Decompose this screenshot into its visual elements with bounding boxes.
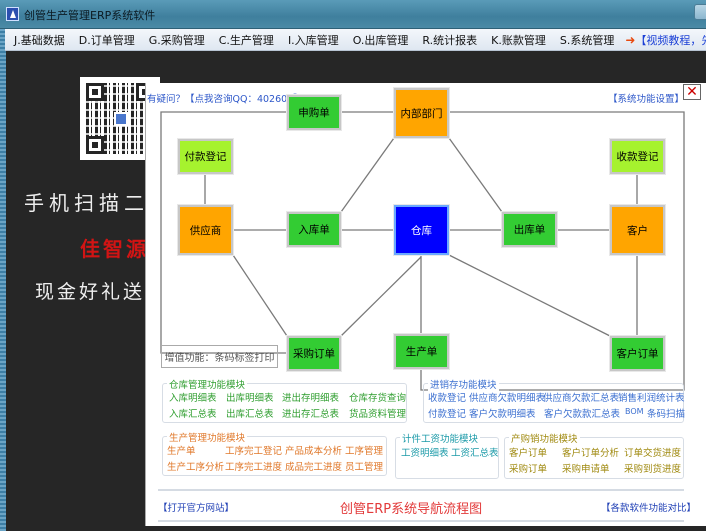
menu-basic-data[interactable]: J.基础数据 (14, 33, 65, 47)
node-purchase-request[interactable]: 申购单 (287, 95, 341, 130)
footer-divider-bottom (158, 520, 684, 522)
stock-flow-detail-link[interactable]: 进出存明细表 (282, 393, 340, 404)
qq-consult-link[interactable]: 有疑问？【点我咨询QQ：402603】 (147, 94, 303, 105)
node-warehouse[interactable]: 仓库 (394, 205, 449, 255)
piece-wage-module-title: 计件工资功能模块 (400, 431, 481, 445)
app-logo-icon (6, 7, 19, 21)
arrow-right-icon: ➜ (625, 32, 636, 47)
customer-debt-detail-link[interactable]: 客户欠款明细表 (469, 409, 536, 420)
menu-production-management[interactable]: C.生产管理 (218, 33, 274, 47)
purchase-order-link[interactable]: 采购订单 (509, 464, 548, 475)
promo-text-gift: 现金好礼送 (35, 281, 145, 303)
software-comparison-link[interactable]: 【各款软件功能对比】 (601, 503, 697, 514)
inbound-summary-link[interactable]: 入库汇总表 (169, 409, 217, 420)
warehouse-module-title: 仓库管理功能模块 (167, 377, 248, 391)
close-button[interactable]: ✕ (683, 84, 701, 100)
production-process-analysis-link[interactable]: 生产工序分析 (167, 462, 225, 473)
footer-divider-top (158, 489, 684, 491)
system-settings-link[interactable]: 【系统功能设置】 (608, 94, 685, 105)
menu-bar: J.基础数据 D.订单管理 G.采购管理 C.生产管理 I.入库管理 O.出库管… (5, 29, 706, 51)
window-titlebar: 创管生产管理ERP系统软件 (0, 0, 706, 29)
close-icon: ✕ (686, 84, 698, 100)
node-outbound-order[interactable]: 出库单 (502, 212, 557, 247)
sales-profit-stats-link[interactable]: 销售利润统计表 (618, 393, 685, 404)
process-management-link[interactable]: 工序管理 (345, 446, 384, 457)
sales-inventory-module-title: 进销存功能模块 (428, 377, 499, 391)
customer-debt-summary-link[interactable]: 客户欠款款汇总表 (544, 409, 621, 420)
finished-product-progress-link[interactable]: 成品完工进度 (285, 462, 343, 473)
node-customer[interactable]: 客户 (610, 205, 665, 255)
payment-registration-link[interactable]: 付款登记 (428, 409, 467, 420)
supplier-debt-detail-link[interactable]: 供应商欠款明细表 (469, 393, 546, 404)
menu-system-management[interactable]: S.系统管理 (559, 33, 615, 47)
node-customer-order[interactable]: 客户订单 (610, 336, 665, 371)
barcode-label-print-button[interactable]: 增值功能：条码标签打印 (161, 345, 278, 368)
menu-order-management[interactable]: D.订单管理 (78, 33, 135, 47)
piece-wage-module-group: 计件工资功能模块 工资明细表 工资汇总表 (395, 431, 499, 479)
menu-inbound-management[interactable]: I.入库管理 (287, 33, 339, 47)
purchase-arrival-progress-link[interactable]: 采购到货进度 (624, 464, 682, 475)
process-completion-reg-link[interactable]: 工序完工登记 (225, 446, 283, 457)
node-purchase-order[interactable]: 采购订单 (287, 336, 341, 371)
process-completion-progress-link[interactable]: 工序完工进度 (225, 462, 283, 473)
goods-data-management-link[interactable]: 货品资料管理 (349, 409, 407, 420)
menu-statistics-reports[interactable]: R.统计报表 (422, 33, 478, 47)
supplier-debt-summary-link[interactable]: 供应商欠款汇总表 (543, 393, 620, 404)
qr-finder-icon (86, 83, 104, 101)
node-production-order[interactable]: 生产单 (394, 334, 449, 369)
receipt-registration-link[interactable]: 收款登记 (428, 393, 467, 404)
official-website-link[interactable]: 【打开官方网站】 (158, 503, 235, 514)
inventory-query-link[interactable]: 仓库存货查询 (349, 393, 407, 404)
qr-finder-icon (86, 136, 104, 154)
video-tutorial-link[interactable]: 【视频教程，先看再用】 (635, 33, 706, 47)
qr-logo-icon (114, 112, 128, 126)
wage-summary-link[interactable]: 工资汇总表 (451, 448, 499, 459)
dialog-corner (145, 77, 158, 84)
sales-inventory-module-group: 进销存功能模块 收款登记 供应商欠款明细表 供应商欠款汇总表 销售利润统计表 付… (423, 377, 686, 423)
wage-detail-link[interactable]: 工资明细表 (401, 448, 449, 459)
window-left-border (0, 29, 6, 531)
node-inbound-order[interactable]: 入库单 (287, 212, 341, 247)
inbound-detail-link[interactable]: 入库明细表 (169, 393, 217, 404)
barcode-scan-link[interactable]: 条码扫描 (647, 409, 686, 420)
promo-text-brand: 佳智源 (80, 237, 145, 261)
menu-purchase-management[interactable]: G.采购管理 (148, 33, 205, 47)
promo-text-scan: 手机扫描二维码 (24, 191, 145, 215)
production-order-link[interactable]: 生产单 (167, 446, 196, 457)
flowchart-title: 创管ERP系统导航流程图 (340, 502, 483, 517)
warehouse-module-group: 仓库管理功能模块 入库明细表 出库明细表 进出存明细表 仓库存货查询 入库汇总表… (162, 377, 407, 423)
customer-order-analysis-link[interactable]: 客户订单分析 (562, 448, 620, 459)
employee-management-link[interactable]: 员工管理 (345, 462, 384, 473)
order-delivery-progress-link[interactable]: 订单交货进度 (624, 448, 682, 459)
stock-flow-summary-link[interactable]: 进出存汇总表 (282, 409, 340, 420)
production-module-group: 生产管理功能模块 生产单 工序完工登记 产品成本分析 工序管理 生产工序分析 工… (162, 430, 387, 476)
customer-order-link[interactable]: 客户订单 (509, 448, 548, 459)
pps-module-title: 产购销功能模块 (509, 431, 580, 445)
outbound-detail-link[interactable]: 出库明细表 (226, 393, 274, 404)
node-receipt-registration[interactable]: 收款登记 (610, 139, 665, 174)
menu-outbound-management[interactable]: O.出库管理 (352, 33, 409, 47)
production-module-title: 生产管理功能模块 (167, 430, 248, 444)
purchase-request-link[interactable]: 采购申请单 (562, 464, 610, 475)
menu-account-management[interactable]: K.账款管理 (491, 33, 546, 47)
node-internal-department[interactable]: 内部部门 (394, 88, 449, 138)
product-cost-analysis-link[interactable]: 产品成本分析 (285, 446, 343, 457)
window-title: 创管生产管理ERP系统软件 (24, 9, 156, 22)
qr-pattern (86, 83, 154, 154)
outbound-summary-link[interactable]: 出库汇总表 (226, 409, 274, 420)
node-supplier[interactable]: 供应商 (178, 205, 233, 255)
production-purchase-sales-module-group: 产购销功能模块 客户订单 客户订单分析 订单交货进度 采购订单 采购申请单 采购… (504, 431, 684, 479)
bom-link[interactable]: BOM (625, 407, 644, 416)
minimize-button[interactable] (694, 4, 706, 20)
node-payment-registration[interactable]: 付款登记 (178, 139, 233, 174)
